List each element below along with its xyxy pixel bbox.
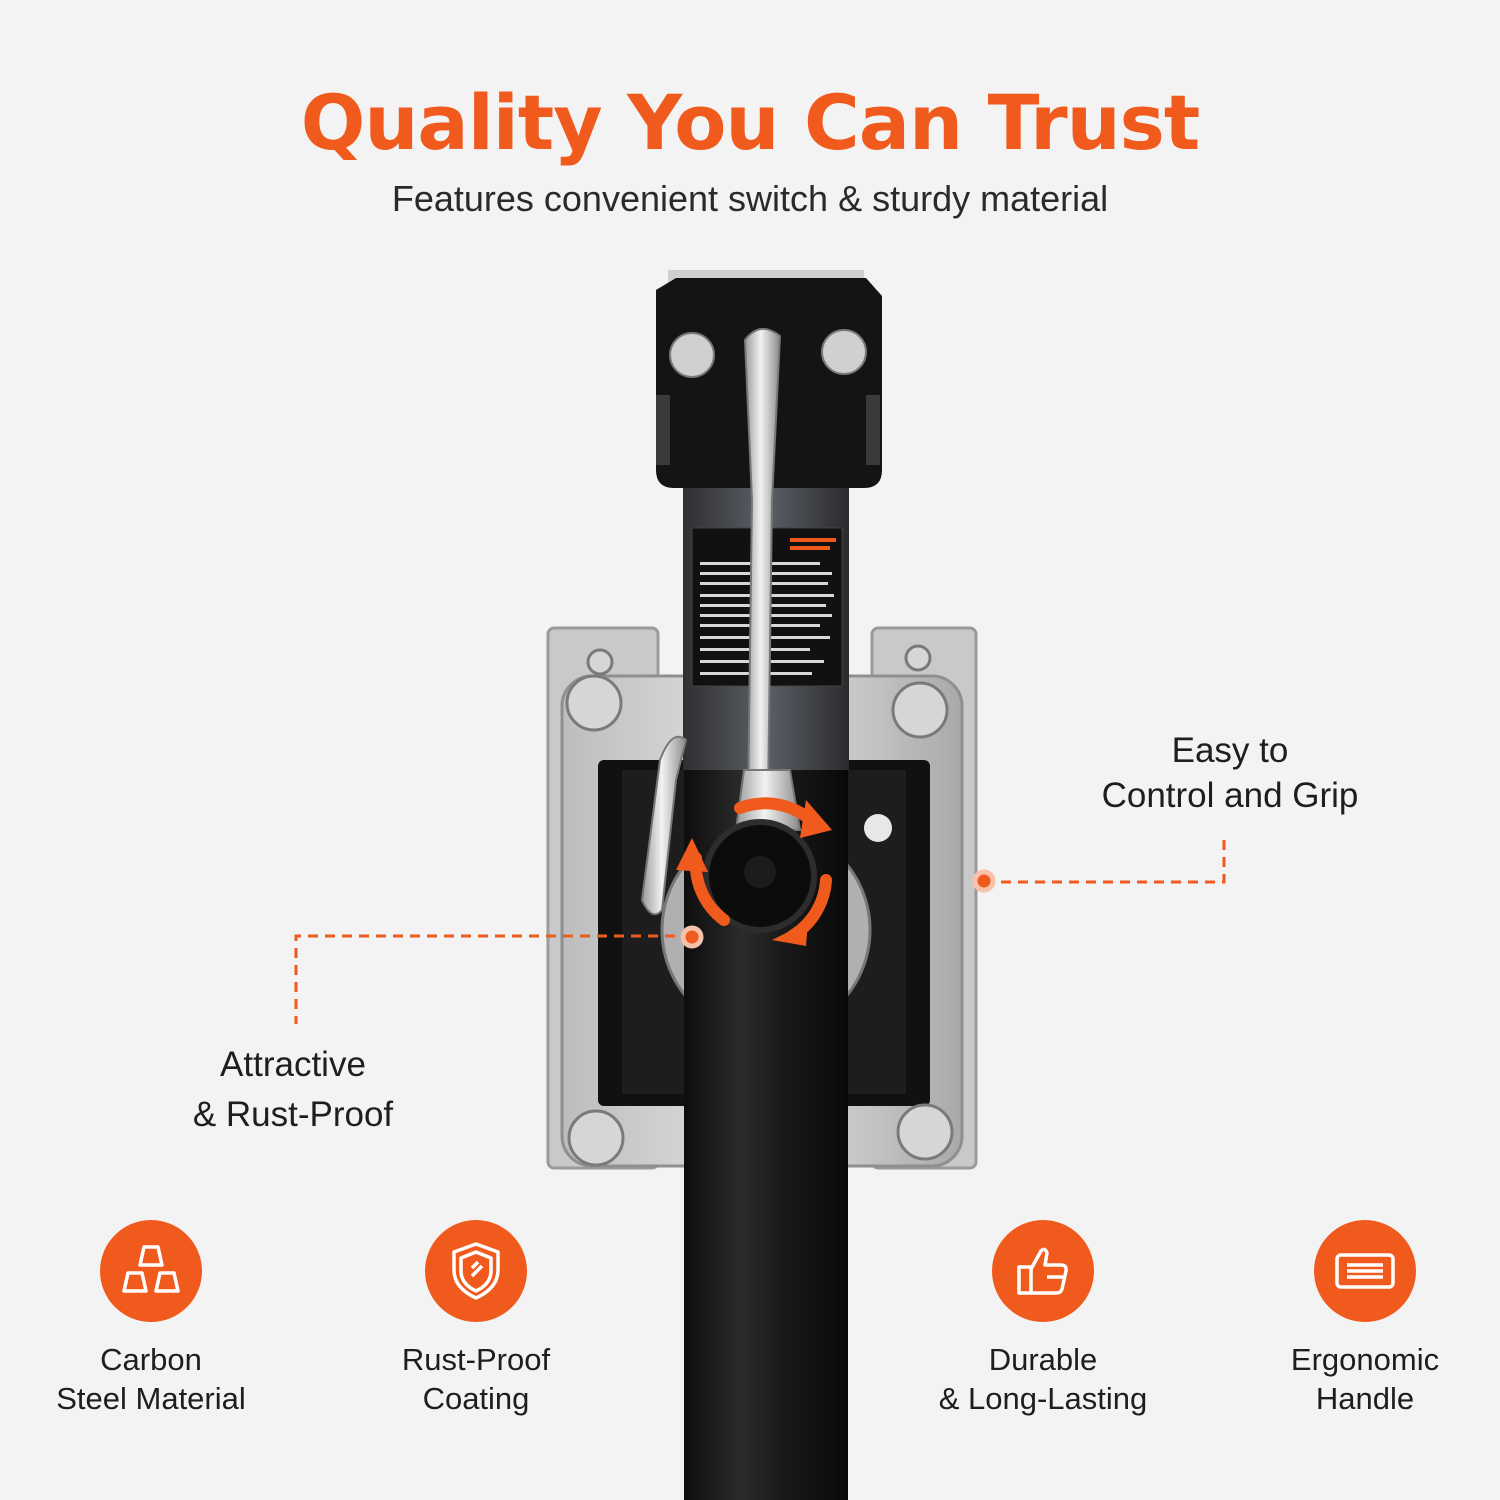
thumbs-up-icon	[1017, 1247, 1068, 1295]
callout-right-line2: Control and Grip	[1101, 776, 1359, 815]
feature-icon-circle	[425, 1220, 527, 1322]
feature-label: Ergonomic Handle	[1215, 1340, 1500, 1418]
pull-pin	[640, 735, 688, 916]
feature-line1: Carbon	[100, 1342, 202, 1377]
handle-grip-icon	[1335, 1253, 1395, 1289]
feature-line2: & Long-Lasting	[938, 1381, 1148, 1416]
feature-icon-circle	[1314, 1220, 1416, 1322]
callout-lines	[294, 836, 1226, 1024]
page-title: Quality You Can Trust	[300, 78, 1201, 167]
callout-right-line1: Easy to	[1171, 731, 1289, 770]
feature-rust-proof-coating: Rust-Proof Coating	[326, 1220, 626, 1418]
feature-line1: Ergonomic	[1290, 1342, 1440, 1377]
feature-line1: Durable	[988, 1342, 1098, 1377]
shield-icon	[452, 1242, 500, 1300]
callout-dot-left	[680, 925, 704, 949]
page-subtitle: Features convenient switch & sturdy mate…	[391, 178, 1109, 219]
feature-icon-circle	[100, 1220, 202, 1322]
stacked-bars-icon	[122, 1245, 180, 1293]
feature-label: Durable & Long-Lasting	[893, 1340, 1193, 1418]
feature-label: Rust-Proof Coating	[326, 1340, 626, 1418]
callout-left-line1: Attractive	[220, 1045, 366, 1084]
feature-line1: Rust-Proof	[401, 1342, 551, 1377]
feature-carbon-steel: Carbon Steel Material	[1, 1220, 301, 1418]
callout-rust-proof: Attractive & Rust-Proof	[143, 1040, 443, 1140]
callout-easy-control: Easy to Control and Grip	[1060, 728, 1400, 818]
feature-label: Carbon Steel Material	[1, 1340, 301, 1418]
feature-durable: Durable & Long-Lasting	[893, 1220, 1193, 1418]
feature-line2: Steel Material	[56, 1381, 246, 1416]
feature-line2: Handle	[1315, 1381, 1415, 1416]
callout-dot-right	[972, 869, 996, 893]
feature-icon-circle	[992, 1220, 1094, 1322]
feature-line2: Coating	[422, 1381, 530, 1416]
callout-left-line2: & Rust-Proof	[192, 1095, 394, 1134]
feature-ergonomic-handle: Ergonomic Handle	[1215, 1220, 1500, 1418]
